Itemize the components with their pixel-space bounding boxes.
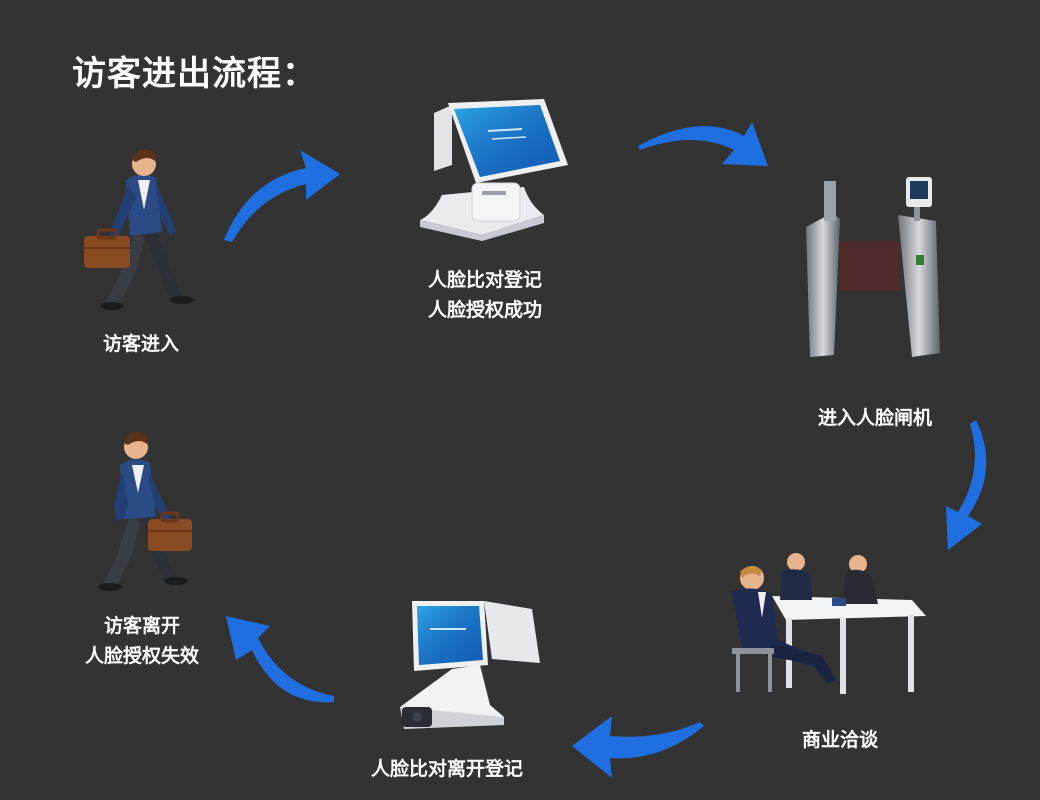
face-register-line2: 人脸授权成功 [427,299,542,321]
face-recognition-terminal-icon [400,601,540,729]
walking-businessman-icon [98,432,192,591]
face-recognition-terminal-icon [420,99,568,241]
walking-businessman-icon [84,149,194,310]
exit-register-label: 人脸比对离开登记 [370,758,523,780]
meeting-label: 商业洽谈 [801,729,878,751]
flow-arrow-3 [946,420,987,550]
face-register-label: 人脸比对登记 人脸授权成功 [410,265,560,325]
gate-label: 进入人脸闸机 [817,407,932,429]
face-register-line1: 人脸比对登记 [427,269,542,291]
visitor-leave-line1: 访客离开 [103,615,180,637]
visitor-leave-line2: 人脸授权失效 [84,645,199,667]
business-meeting-icon [732,553,926,694]
flow-arrow-5 [226,616,334,703]
page-title: 访客进出流程： [72,54,317,94]
flow-arrow-2 [638,122,768,166]
face-recognition-turnstile-icon [806,177,940,357]
flow-arrow-4 [572,716,704,778]
visitor-leave-label: 访客离开 人脸授权失效 [62,611,222,671]
visitor-enter-label: 访客进入 [102,333,179,355]
flow-arrow-1 [224,150,340,242]
